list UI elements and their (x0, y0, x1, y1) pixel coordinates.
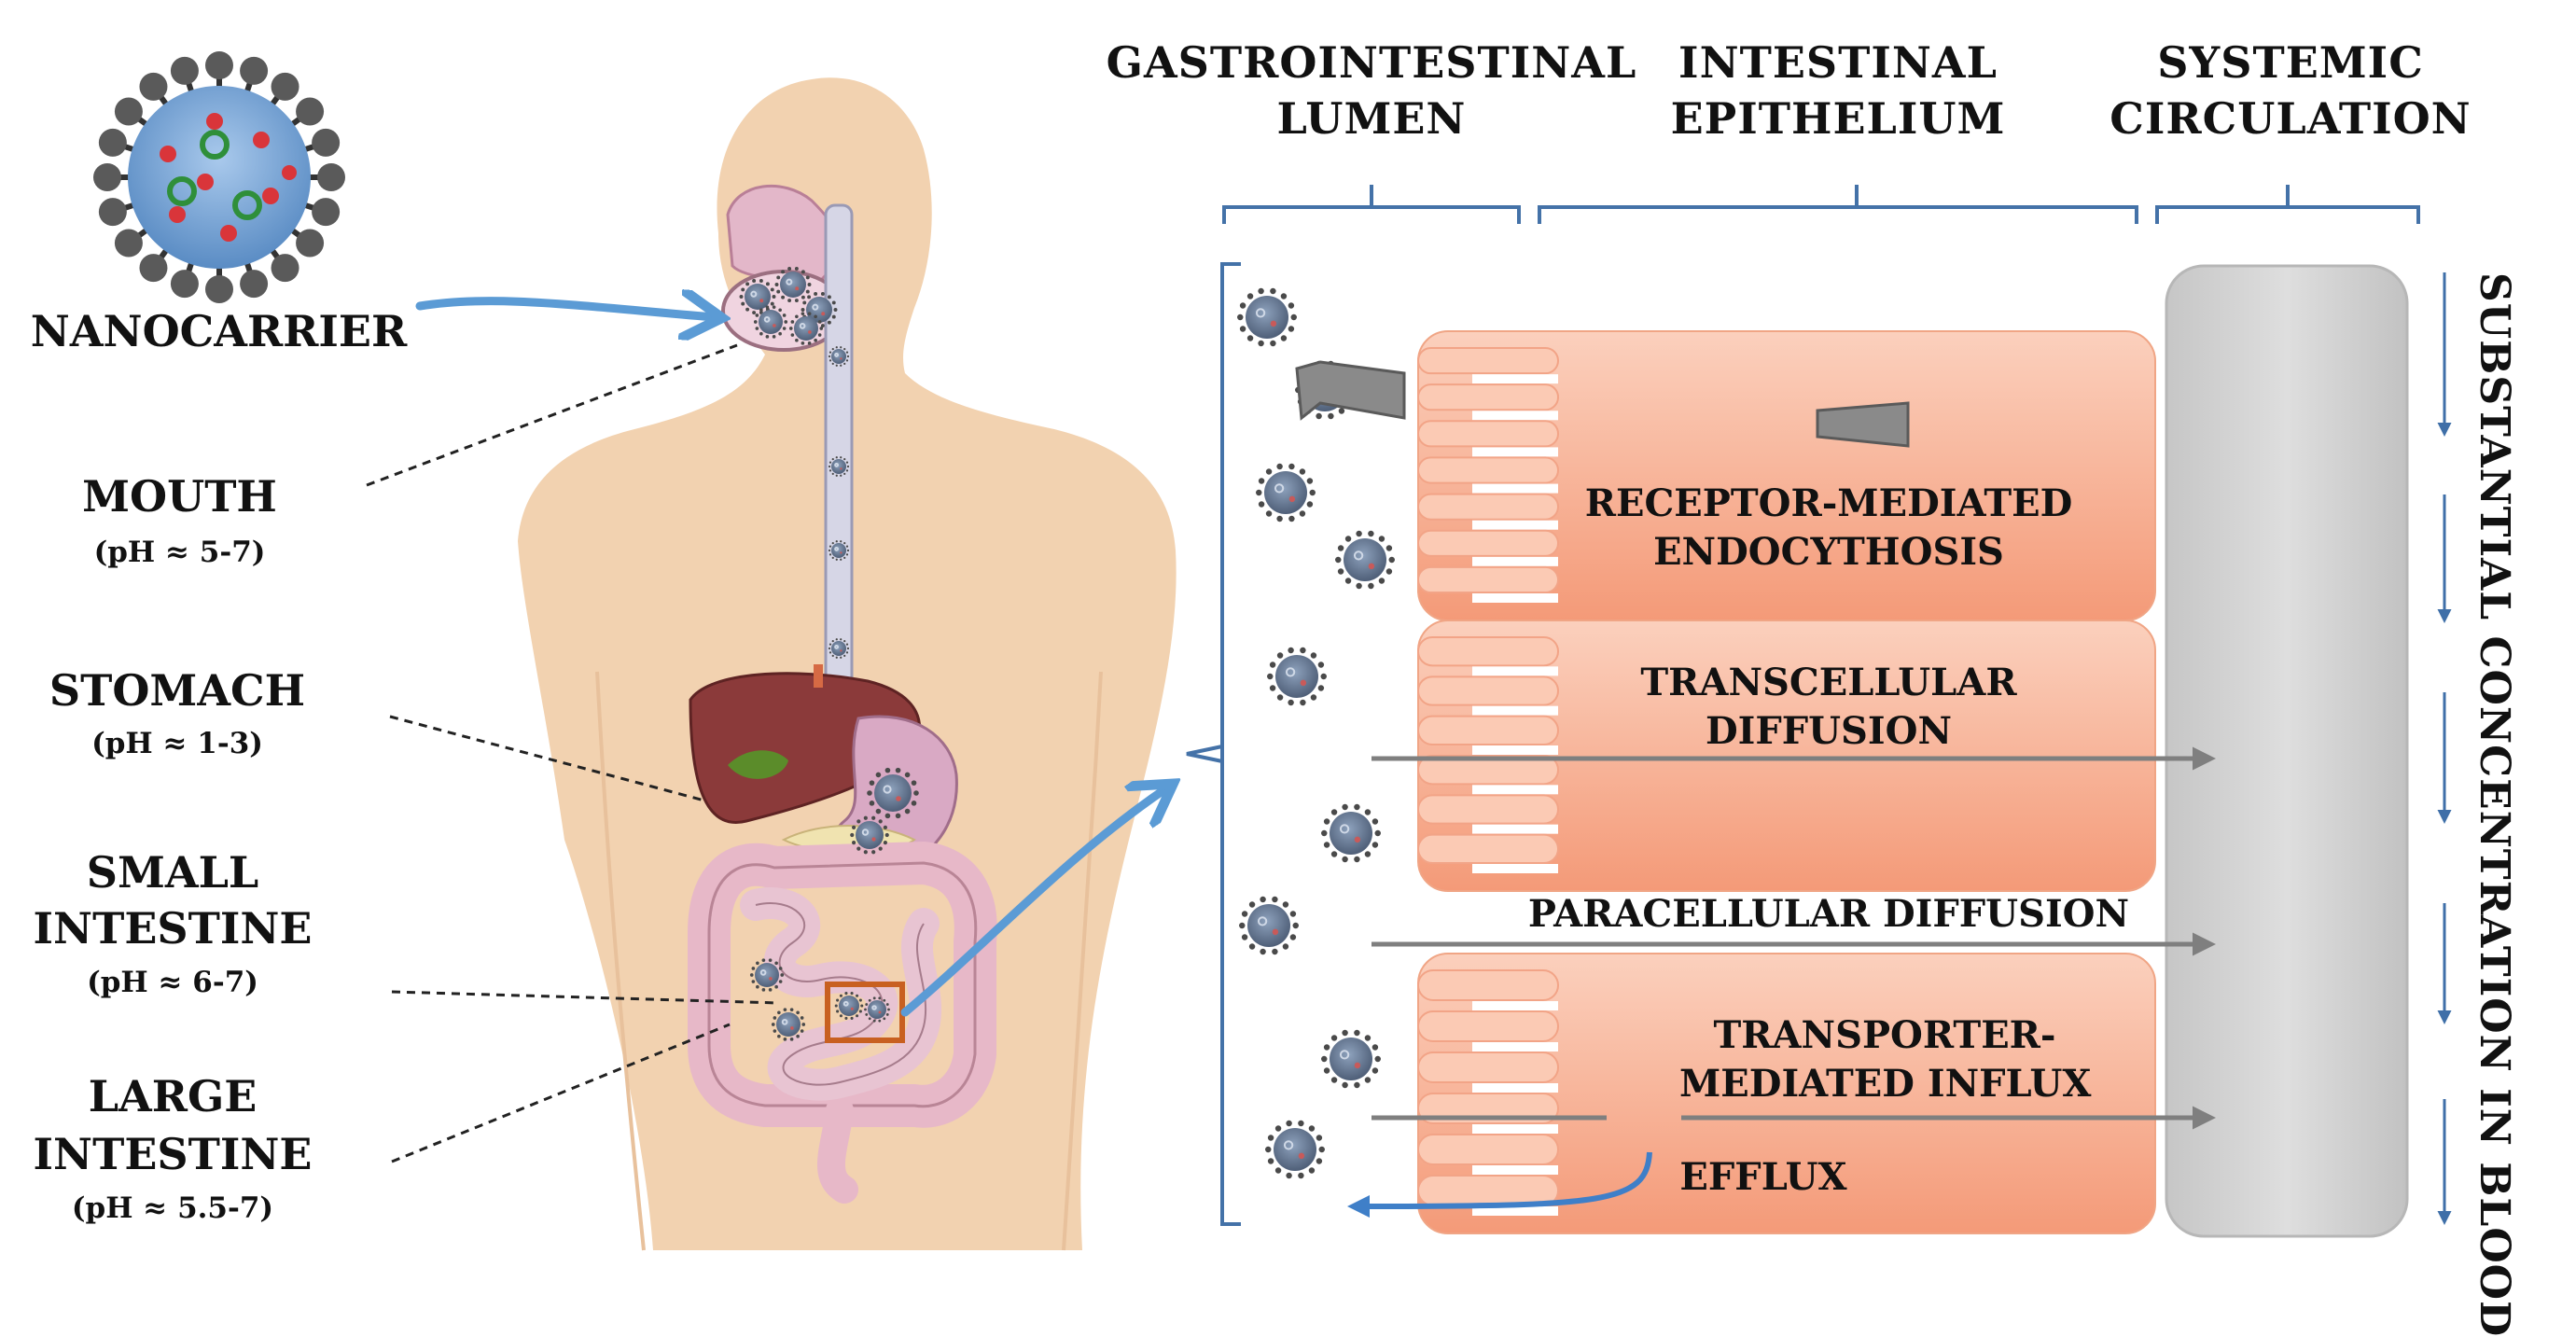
header-epithelium-2: EPITHELIUM (1670, 93, 2006, 144)
nanoparticle-icon (867, 767, 919, 819)
header-lumen-1: GASTROINTESTINAL (1106, 37, 1637, 88)
connector-lines (366, 343, 780, 1163)
stomach-ph: (pH ≈ 1-3) (91, 727, 263, 760)
nanoparticle-icon (788, 312, 824, 345)
flow-arrows (1372, 746, 2216, 1130)
receptor-label-1: RECEPTOR-MEDIATED (1584, 481, 2073, 525)
header-lumen-2: LUMEN (1276, 93, 1467, 144)
nanoparticle-icon (1265, 1120, 1325, 1179)
header-circulation-2: CIRCULATION (2110, 93, 2472, 144)
gi-absorption-diagram: NANOCARRIER MOUTH (pH ≈ 5-7) STOMACH (pH… (30, 37, 2518, 1337)
nanoparticle-icon (1321, 1029, 1381, 1089)
small-intestine-label-2: INTESTINE (33, 903, 313, 954)
transporter-label-2: MEDIATED INFLUX (1679, 1062, 2092, 1106)
efflux-arrow (1347, 1151, 1652, 1218)
nanoparticle-icon (1256, 463, 1316, 522)
efflux-label: EFFLUX (1679, 1155, 1847, 1199)
transporter-label-1: TRANSPORTER- (1713, 1013, 2056, 1057)
receptor-icon (1816, 401, 1910, 448)
nanoparticle-icon (850, 815, 889, 855)
epithelial-cells (1417, 330, 2156, 1234)
nanoparticle-icon (828, 540, 850, 561)
nanoparticle-icon (828, 638, 850, 659)
small-intestine-ph: (pH ≈ 6-7) (87, 966, 258, 999)
nanoparticle-icon (828, 346, 850, 367)
blood-vessel-icon (2165, 264, 2409, 1238)
receptor-label-2: ENDOCYTHOSIS (1653, 530, 2004, 574)
large-intestine-label-1: LARGE (88, 1071, 258, 1121)
stomach-label: STOMACH (49, 665, 306, 716)
nanocarrier-label: NANOCARRIER (30, 306, 408, 356)
human-body-icon (518, 77, 1177, 1251)
paracellular-label: PARACELLULAR DIFFUSION (1527, 892, 2130, 936)
nanoparticle-icon (749, 958, 785, 992)
nanoparticle-icon (774, 266, 812, 303)
nanoparticle-icon (1321, 803, 1381, 863)
nanoparticle-icon (1335, 530, 1395, 590)
mouth-ph: (pH ≈ 5-7) (93, 536, 266, 569)
zoom-arrow (900, 788, 1166, 1017)
blood-concentration-label: SUBSTANTIAL CONCENTRATION IN BLOOD (2471, 272, 2518, 1337)
header-circulation-1: SYSTEMIC (2157, 37, 2424, 88)
nanoparticle-icon (1237, 287, 1297, 347)
large-intestine-label-2: INTESTINE (33, 1129, 313, 1179)
nanoparticle-icon (1239, 896, 1299, 955)
mouth-label-box: MOUTH (pH ≈ 5-7) (37, 462, 322, 597)
header-brackets (1186, 185, 2420, 1226)
small-intestine-label-1: SMALL (86, 847, 259, 898)
nanoparticle-icon (1267, 647, 1327, 706)
nanoparticle-icon (828, 456, 850, 477)
large-intestine-ph: (pH ≈ 5.5-7) (71, 1191, 274, 1225)
header-epithelium-1: INTESTINAL (1678, 37, 1998, 88)
transcellular-label-2: DIFFUSION (1705, 709, 1953, 753)
nanoparticle-icon (864, 996, 890, 1023)
transcellular-label-1: TRANSCELLULAR (1640, 661, 2017, 704)
nanoparticle-icon (771, 1008, 806, 1041)
nanoparticle-icon (834, 992, 864, 1020)
nanoparticle-icon (753, 305, 788, 339)
diagram-artwork (93, 51, 2452, 1251)
receptor-icon (1295, 360, 1406, 421)
mouth-label: MOUTH (82, 471, 277, 522)
nanocarrier-arrow (415, 301, 714, 317)
nanocarrier-icon (93, 51, 345, 303)
